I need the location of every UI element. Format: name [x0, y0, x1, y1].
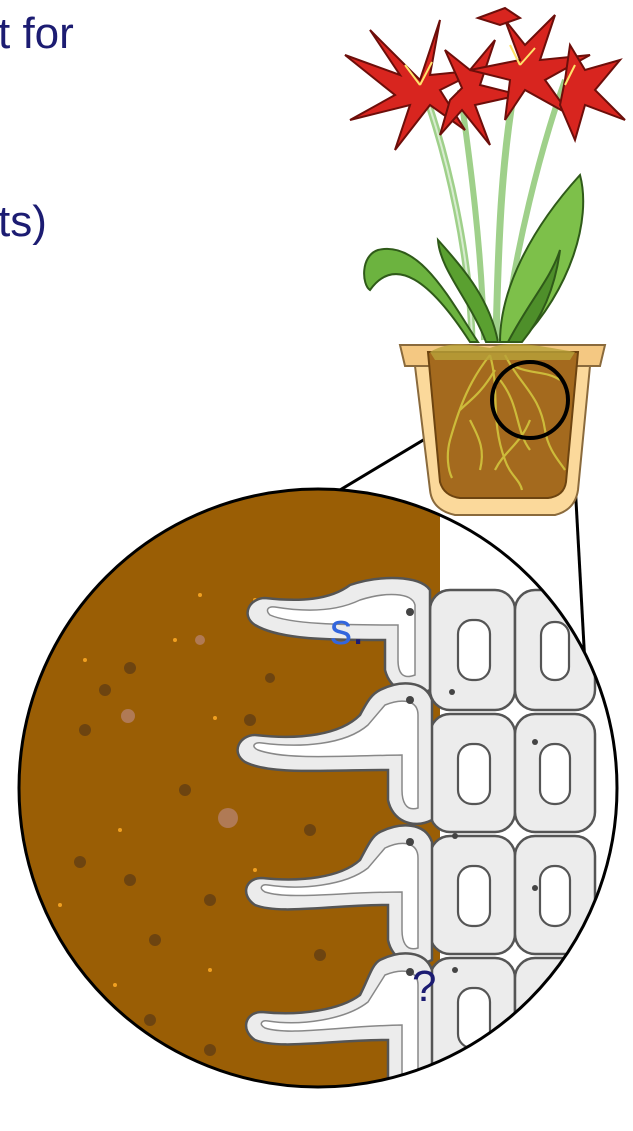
text-fragment-accent: s.	[330, 608, 364, 652]
zoom-detail	[0, 480, 633, 1100]
accent-text: s	[330, 605, 352, 654]
potted-plant-icon	[345, 8, 625, 515]
text-fragment-question: ?	[412, 965, 436, 1009]
accent-suffix: .	[352, 605, 364, 654]
text-fragment-middle: ts)	[0, 200, 47, 244]
text-fragment-top: t for	[0, 12, 74, 56]
